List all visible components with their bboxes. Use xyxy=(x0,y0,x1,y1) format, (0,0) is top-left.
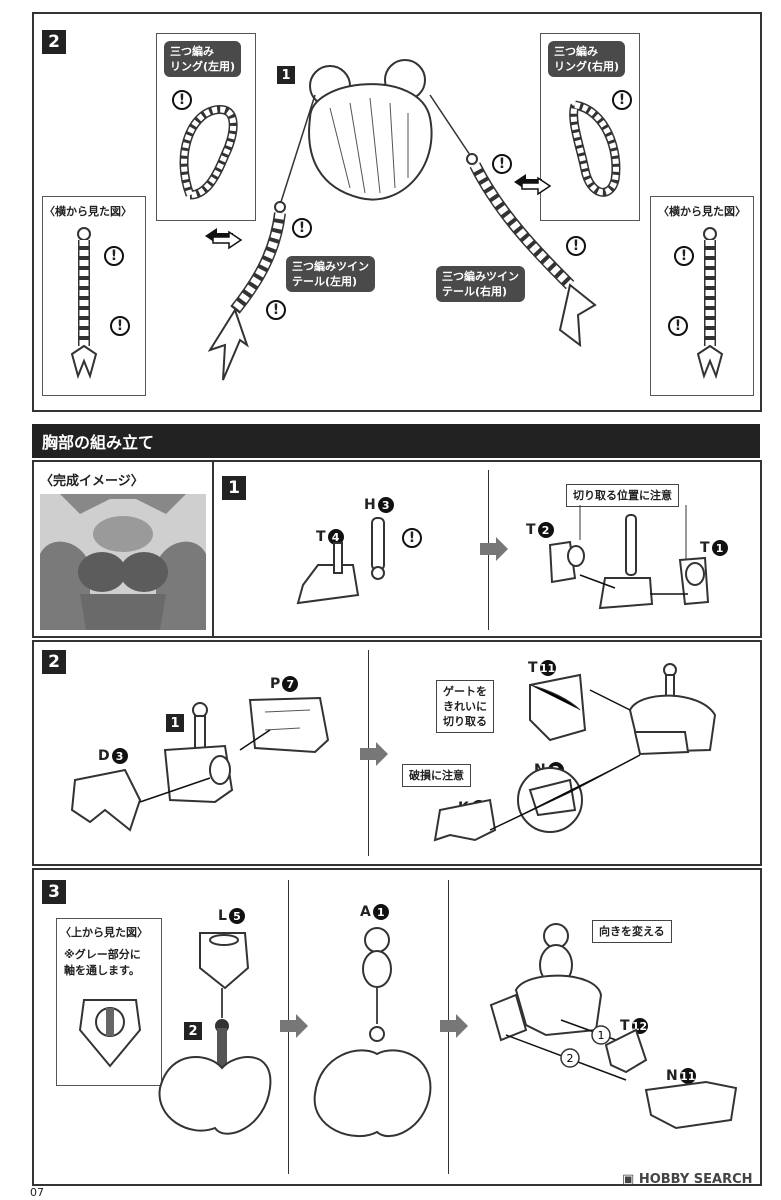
ring-right-label: 三つ編み リング(右用) xyxy=(548,41,626,77)
ring-right-text: 三つ編み リング(右用) xyxy=(554,45,620,73)
step2-right-drawing xyxy=(433,663,717,842)
ring-left-label: 三つ編み リング(左用) xyxy=(164,41,242,77)
step3-middle-drawing xyxy=(313,927,432,1138)
section-title: 胸部の組み立て xyxy=(32,424,760,458)
top-view-label: 〈上から見た図〉 xyxy=(60,926,148,939)
warning-icon: ! xyxy=(566,236,586,256)
sub-ref-number: 2 xyxy=(184,1022,202,1040)
top-view-drawing xyxy=(78,999,142,1068)
twin-tail-right-braid xyxy=(429,94,597,348)
warning-icon: ! xyxy=(172,90,192,110)
turn-direction-note: 向きを変える xyxy=(592,920,672,943)
swap-arrows-left xyxy=(205,228,243,250)
twin-tail-left-label: 三つ編みツイン テール(左用) xyxy=(286,256,375,292)
step-number: 2 xyxy=(42,650,66,674)
swap-arrows-right xyxy=(514,174,552,196)
warning-icon: ! xyxy=(292,218,312,238)
side-view-left-label: 〈横から見た図〉 xyxy=(44,205,132,218)
next-arrow xyxy=(280,1014,308,1038)
next-arrow xyxy=(360,742,388,766)
next-arrow xyxy=(480,537,508,561)
top-view-note: ※グレー部分に 軸を通します。 xyxy=(64,948,141,977)
ring-left-text: 三つ編み リング(左用) xyxy=(170,45,236,73)
warning-icon: ! xyxy=(110,316,130,336)
warning-icon: ! xyxy=(104,246,124,266)
order-1: 1 xyxy=(598,1029,605,1042)
step3-right-drawing: 1 2 xyxy=(489,923,738,1130)
braid-side-view-right xyxy=(696,227,724,380)
step2-left-drawing xyxy=(70,696,330,832)
warning-icon: ! xyxy=(612,90,632,110)
step3-left-drawing xyxy=(158,932,272,1135)
side-view-right-label: 〈横から見た図〉 xyxy=(658,205,746,218)
brand-logo-icon: ▣ xyxy=(622,1172,639,1187)
part-t4-h3-drawing xyxy=(296,517,385,605)
warning-icon: ! xyxy=(668,316,688,336)
complete-image-label: 〈完成イメージ〉 xyxy=(40,474,144,489)
gate-cut-note: ゲートを きれいに 切り取る xyxy=(436,680,494,733)
order-2: 2 xyxy=(567,1052,574,1065)
step-number: 2 xyxy=(42,30,66,54)
warning-icon: ! xyxy=(266,300,286,320)
damage-caution-note: 破損に注意 xyxy=(402,764,471,787)
head-ref-number: 1 xyxy=(277,66,295,84)
warning-icon: ! xyxy=(492,154,512,174)
cut-position-note: 切り取る位置に注意 xyxy=(566,484,679,507)
braid-side-view-left xyxy=(70,227,98,380)
divider xyxy=(212,462,214,636)
warning-icon: ! xyxy=(674,246,694,266)
step-number: 1 xyxy=(222,476,246,500)
braid-ring-left xyxy=(179,105,238,200)
hair-head-illustration xyxy=(308,59,433,201)
braid-ring-right xyxy=(569,100,621,197)
step-number: 3 xyxy=(42,880,66,904)
sub-ref-number: 1 xyxy=(166,714,184,732)
brand-watermark: ▣ HOBBY SEARCH xyxy=(622,1172,753,1187)
next-arrow xyxy=(440,1014,468,1038)
twin-tail-right-label: 三つ編みツイン テール(右用) xyxy=(436,266,525,302)
page-number: 07 xyxy=(30,1186,44,1199)
part-t1-t2-assembly xyxy=(548,505,710,610)
twin-tail-left-braid xyxy=(207,94,316,381)
warning-icon: ! xyxy=(402,528,422,548)
completed-chest-photo xyxy=(40,494,206,630)
